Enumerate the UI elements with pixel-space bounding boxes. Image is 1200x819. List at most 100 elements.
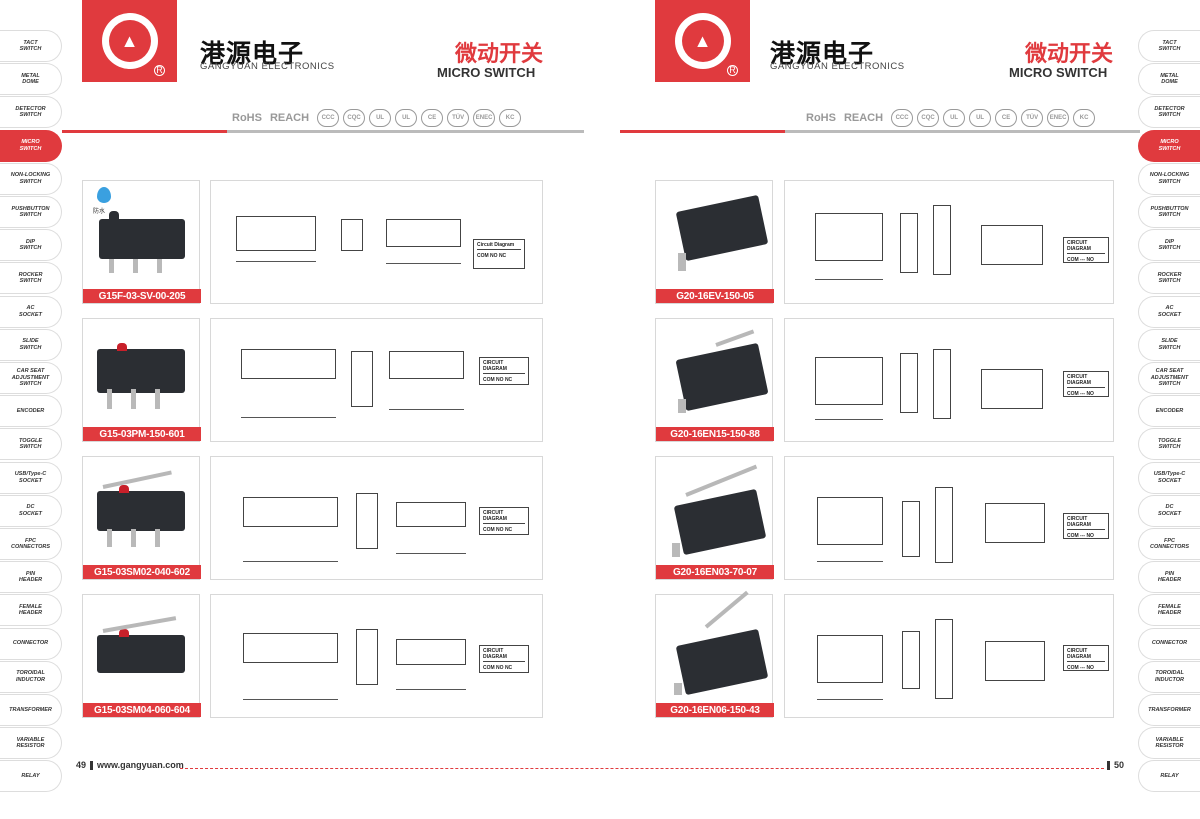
brand-logo: ▲ R xyxy=(82,0,177,82)
dimension-drawing-box: Circuit Diagram COM NO NC xyxy=(210,180,543,304)
dimension-drawing-box: CIRCUIT DIAGRAM COM --- NO xyxy=(784,594,1114,718)
circuit-diagram-title: CIRCUIT DIAGRAM xyxy=(483,648,525,662)
nav-tab[interactable]: RELAY xyxy=(1138,760,1200,793)
circuit-diagram: CIRCUIT DIAGRAM COM --- NO xyxy=(1063,237,1109,263)
ul-cert-icon: UL xyxy=(943,109,966,127)
circuit-diagram: CIRCUIT DIAGRAM COM --- NO xyxy=(1063,645,1109,671)
brand-name-cn: 港源电子 xyxy=(200,39,305,68)
category-title-cn: 微动开关 xyxy=(455,42,544,67)
circuit-diagram-title: CIRCUIT DIAGRAM xyxy=(1067,648,1105,662)
circuit-diagram: CIRCUIT DIAGRAM COM --- NO xyxy=(1063,513,1109,539)
cqc-cert-icon: CQC xyxy=(917,109,940,127)
dimension-drawing-box: CIRCUIT DIAGRAM COM --- NO xyxy=(784,180,1114,304)
tuv-cert-icon: TÜV xyxy=(447,109,470,127)
nav-tab[interactable]: CONNECTOR xyxy=(1138,627,1200,660)
circuit-diagram-title: CIRCUIT DIAGRAM xyxy=(483,360,525,374)
circuit-diagram: CIRCUIT DIAGRAM COM NO NC xyxy=(479,507,529,535)
circuit-diagram-terminals: COM NO NC xyxy=(477,253,507,259)
cqc-cert-icon: CQC xyxy=(343,109,366,127)
nav-tab[interactable]: TRANSFORMER xyxy=(1138,694,1200,726)
circuit-diagram-terminals: COM --- NO xyxy=(1067,391,1094,397)
circuit-diagram-terminals: COM --- NO xyxy=(1067,533,1094,539)
kc-cert-icon: KC xyxy=(1073,109,1096,127)
product-photo-box: G15-03PM-150-601 xyxy=(82,318,201,442)
product-photo-box: G20-16EN06-150-43 xyxy=(655,590,774,718)
enec-cert-icon: ENEC xyxy=(473,109,496,127)
product-photo-box: 防水 G15F-03-SV-00-205 xyxy=(82,180,201,304)
circuit-diagram-terminals: COM NO NC xyxy=(483,665,513,671)
dimension-drawing-box: CIRCUIT DIAGRAM COM --- NO xyxy=(784,456,1114,580)
reach-label: REACH xyxy=(269,112,310,124)
category-title-en: MICRO SWITCH xyxy=(437,65,536,80)
nav-tab[interactable]: ENCODER xyxy=(0,395,62,428)
product-model-label: G15F-03-SV-00-205 xyxy=(83,289,201,303)
product-photo-box: G20-16EN15-150-88 xyxy=(655,318,774,442)
dimension-drawing-box: CIRCUIT DIAGRAM COM NO NC xyxy=(210,456,543,580)
brand-name-cn: 港源电子 xyxy=(770,39,875,68)
footer-dashed-rule xyxy=(180,768,1104,769)
circuit-diagram-terminals: COM NO NC xyxy=(483,527,513,533)
nav-tab[interactable]: CONNECTOR xyxy=(0,627,62,660)
nav-tab[interactable]: RELAY xyxy=(0,760,62,793)
brand-logo: ▲ R xyxy=(655,0,750,82)
product-model-label: G20-16EN03-70-07 xyxy=(656,565,774,579)
circuit-diagram-terminals: COM NO NC xyxy=(483,377,513,383)
certification-row: RoHS REACH CCC CQC UL UL CE TÜV ENEC KC xyxy=(232,108,522,128)
ccc-cert-icon: CCC xyxy=(317,109,340,127)
category-title-en: MICRO SWITCH xyxy=(1009,65,1108,80)
product-photo-box: G20-16EN03-70-07 xyxy=(655,456,774,580)
rohs-label: RoHS xyxy=(806,112,836,124)
header-rule xyxy=(62,130,584,133)
category-title-cn: 微动开关 xyxy=(1025,42,1114,67)
circuit-diagram-title: CIRCUIT DIAGRAM xyxy=(1067,374,1105,388)
website-link[interactable]: www.gangyuan.com xyxy=(97,760,184,770)
circuit-diagram-title: CIRCUIT DIAGRAM xyxy=(1067,516,1105,530)
certification-row: RoHS REACH CCC CQC UL UL CE TÜV ENEC KC xyxy=(806,108,1096,128)
page-number-right: 50 xyxy=(1114,760,1125,770)
logo-mark-icon: ▲ xyxy=(108,20,151,62)
product-model-label: G15-03SM04-060-604 xyxy=(83,703,201,717)
nav-tab[interactable]: TRANSFORMER xyxy=(0,694,62,726)
brand-name-en: GANGYUAN ELECTRONICS xyxy=(770,61,905,72)
nav-tab[interactable]: ENCODER xyxy=(1138,395,1200,428)
